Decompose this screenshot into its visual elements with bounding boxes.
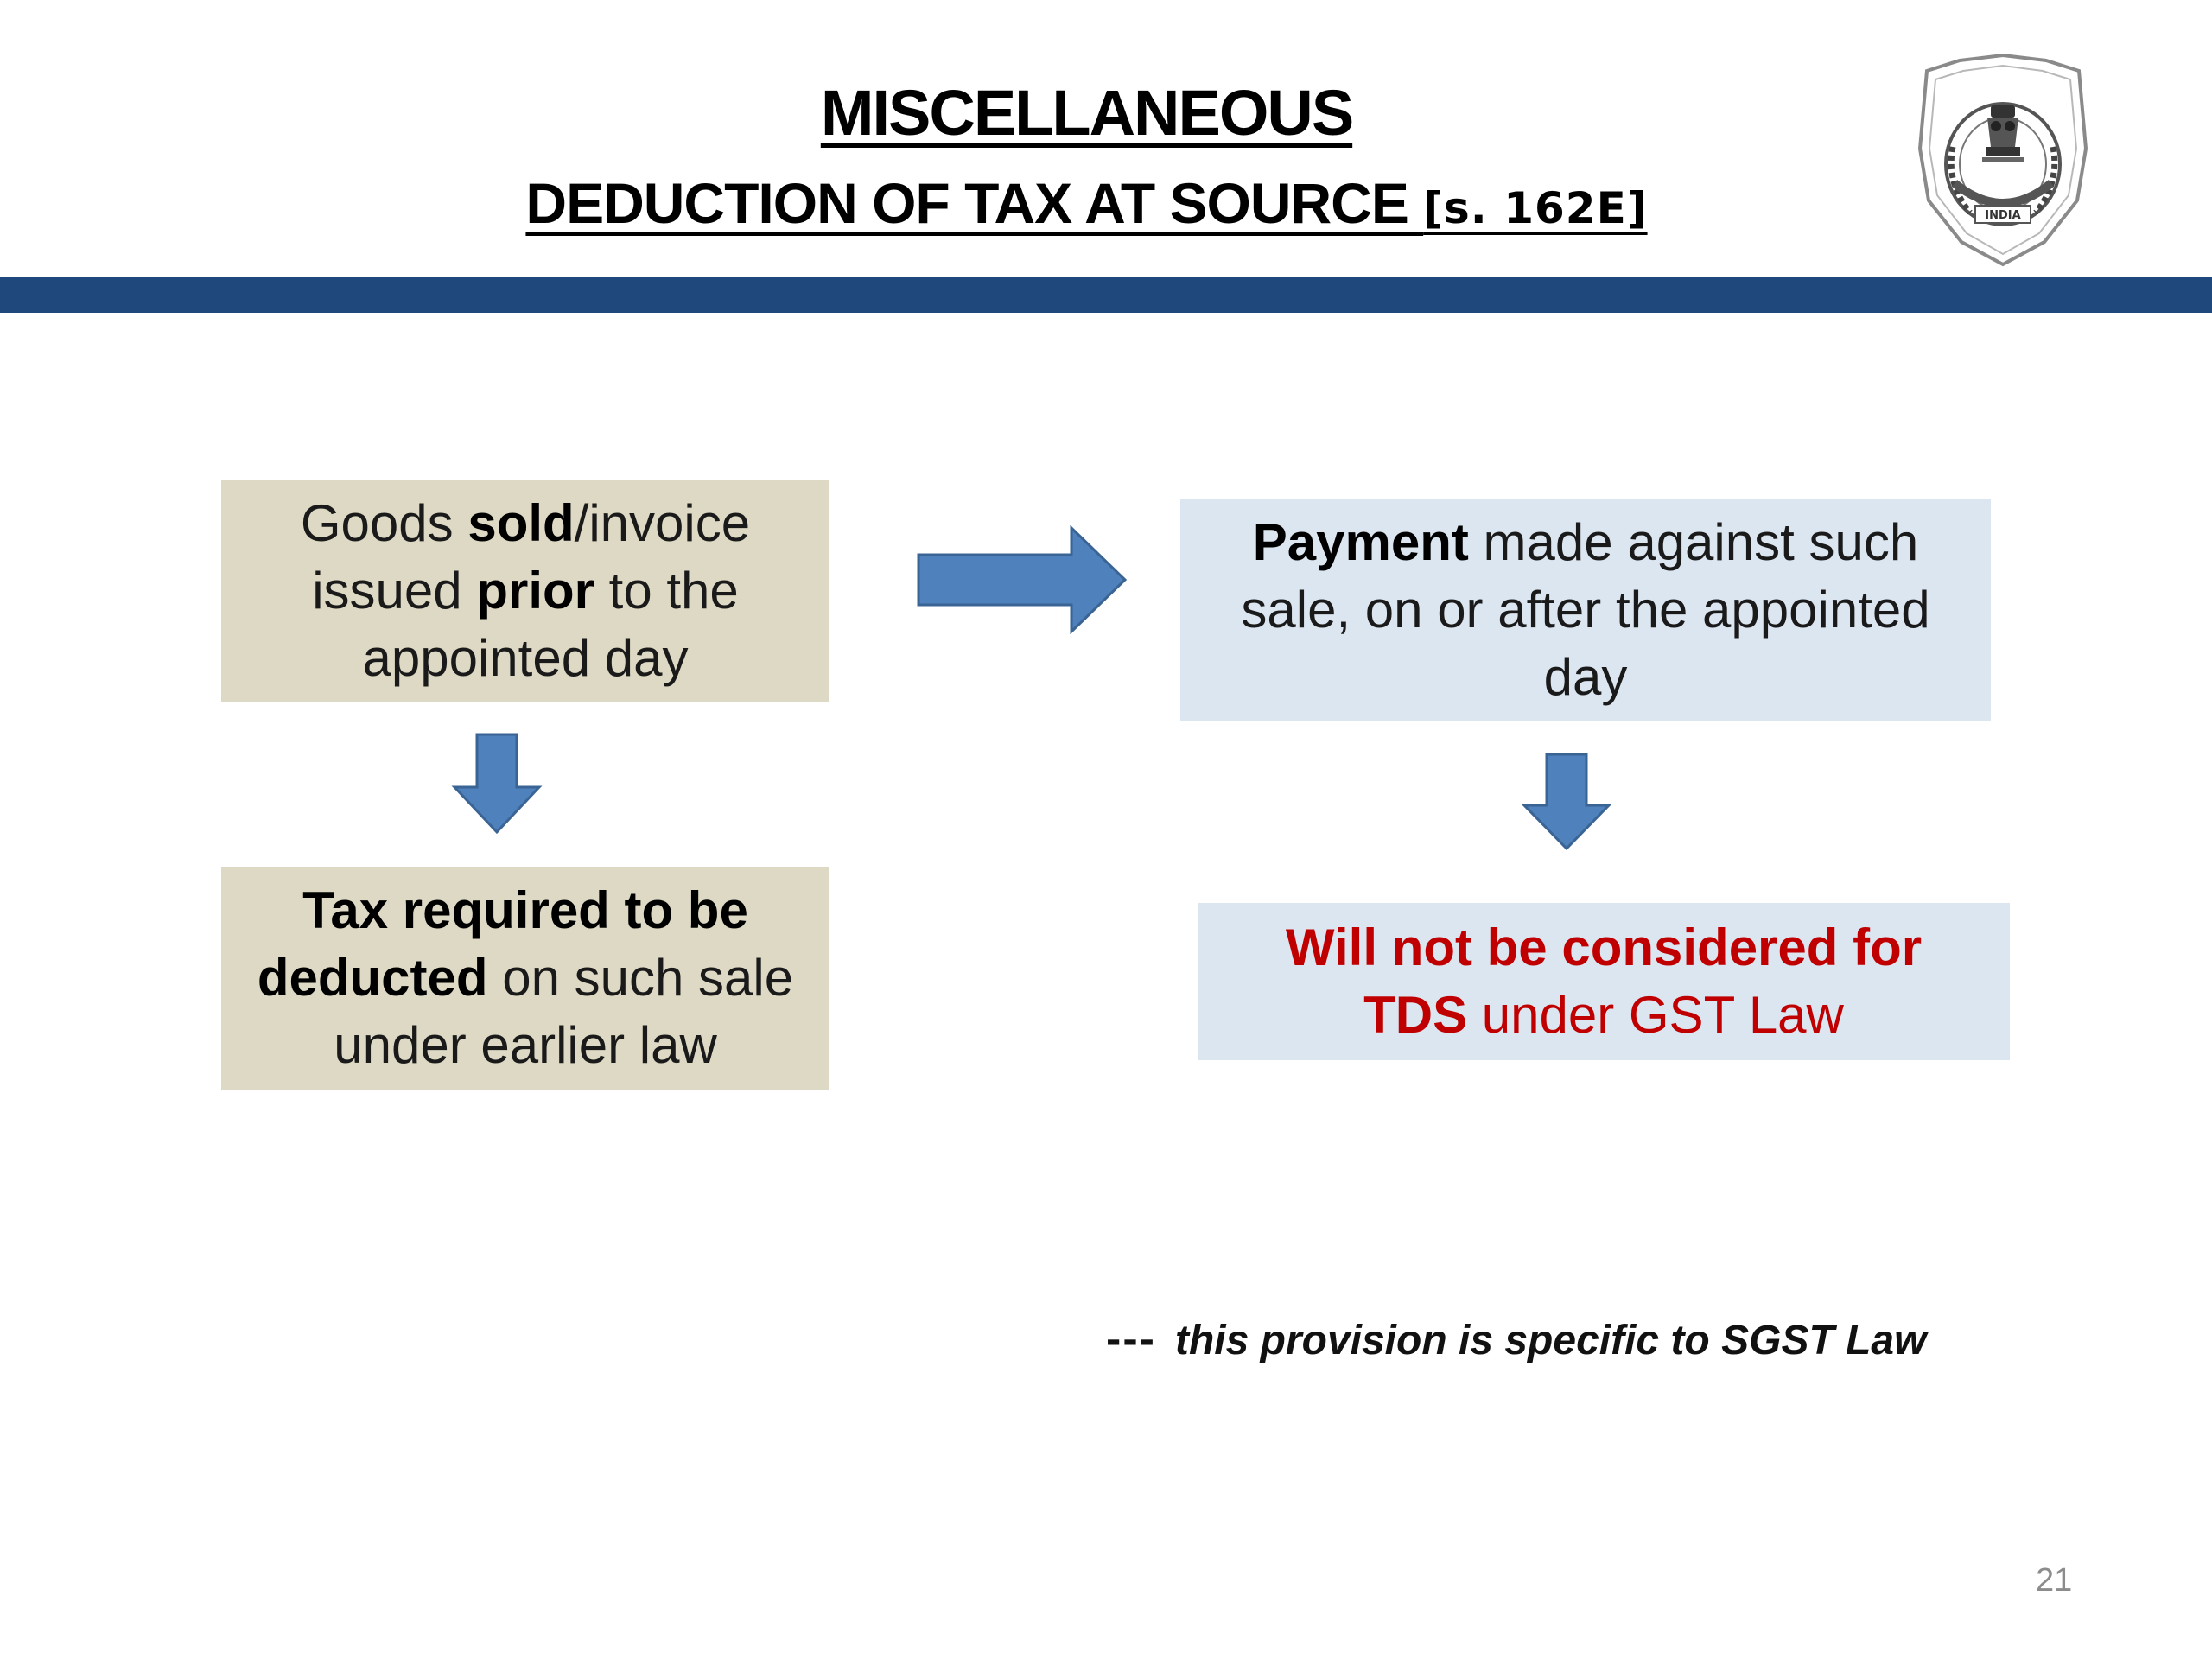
slide-title: MISCELLANEOUS bbox=[0, 74, 2173, 152]
box-not-considered-tds: Will not be considered for TDS under GST… bbox=[1198, 903, 2010, 1060]
box-goods-sold: Goods sold/invoice issued prior to the a… bbox=[221, 480, 830, 702]
arrow-right-icon bbox=[917, 525, 1128, 634]
box-not-considered-tds-text: Will not be considered for TDS under GST… bbox=[1285, 918, 1923, 1044]
slide-subtitle-text: DEDUCTION OF TAX AT SOURCE bbox=[525, 171, 1424, 235]
box-payment-text: Payment made against such sale, on or af… bbox=[1241, 513, 1930, 706]
emblem-legend: INDIA bbox=[1985, 209, 2020, 222]
box-tax-required: Tax required to be deducted on such sale… bbox=[221, 867, 830, 1090]
note-text: this provision is specific to SGST Law bbox=[1174, 1318, 1927, 1363]
customs-emblem-icon: INDIA bbox=[1917, 54, 2088, 267]
arrow-down-icon bbox=[451, 733, 543, 835]
box-goods-sold-text: Goods sold/invoice issued prior to the a… bbox=[300, 494, 751, 687]
slide-title-text: MISCELLANEOUS bbox=[820, 77, 1354, 149]
slide-subtitle: DEDUCTION OF TAX AT SOURCE [s. 162E] bbox=[0, 166, 2173, 245]
header-rule bbox=[0, 276, 2212, 313]
box-tax-required-text: Tax required to be deducted on such sale… bbox=[257, 881, 794, 1074]
page-number: 21 bbox=[2036, 1562, 2073, 1599]
box-payment: Payment made against such sale, on or af… bbox=[1180, 499, 1991, 721]
sgst-note: --- this provision is specific to SGST La… bbox=[1106, 1312, 1926, 1369]
section-reference: [s. 162E] bbox=[1423, 183, 1648, 233]
note-dashes: --- bbox=[1106, 1314, 1156, 1364]
arrow-down-icon bbox=[1521, 753, 1612, 851]
